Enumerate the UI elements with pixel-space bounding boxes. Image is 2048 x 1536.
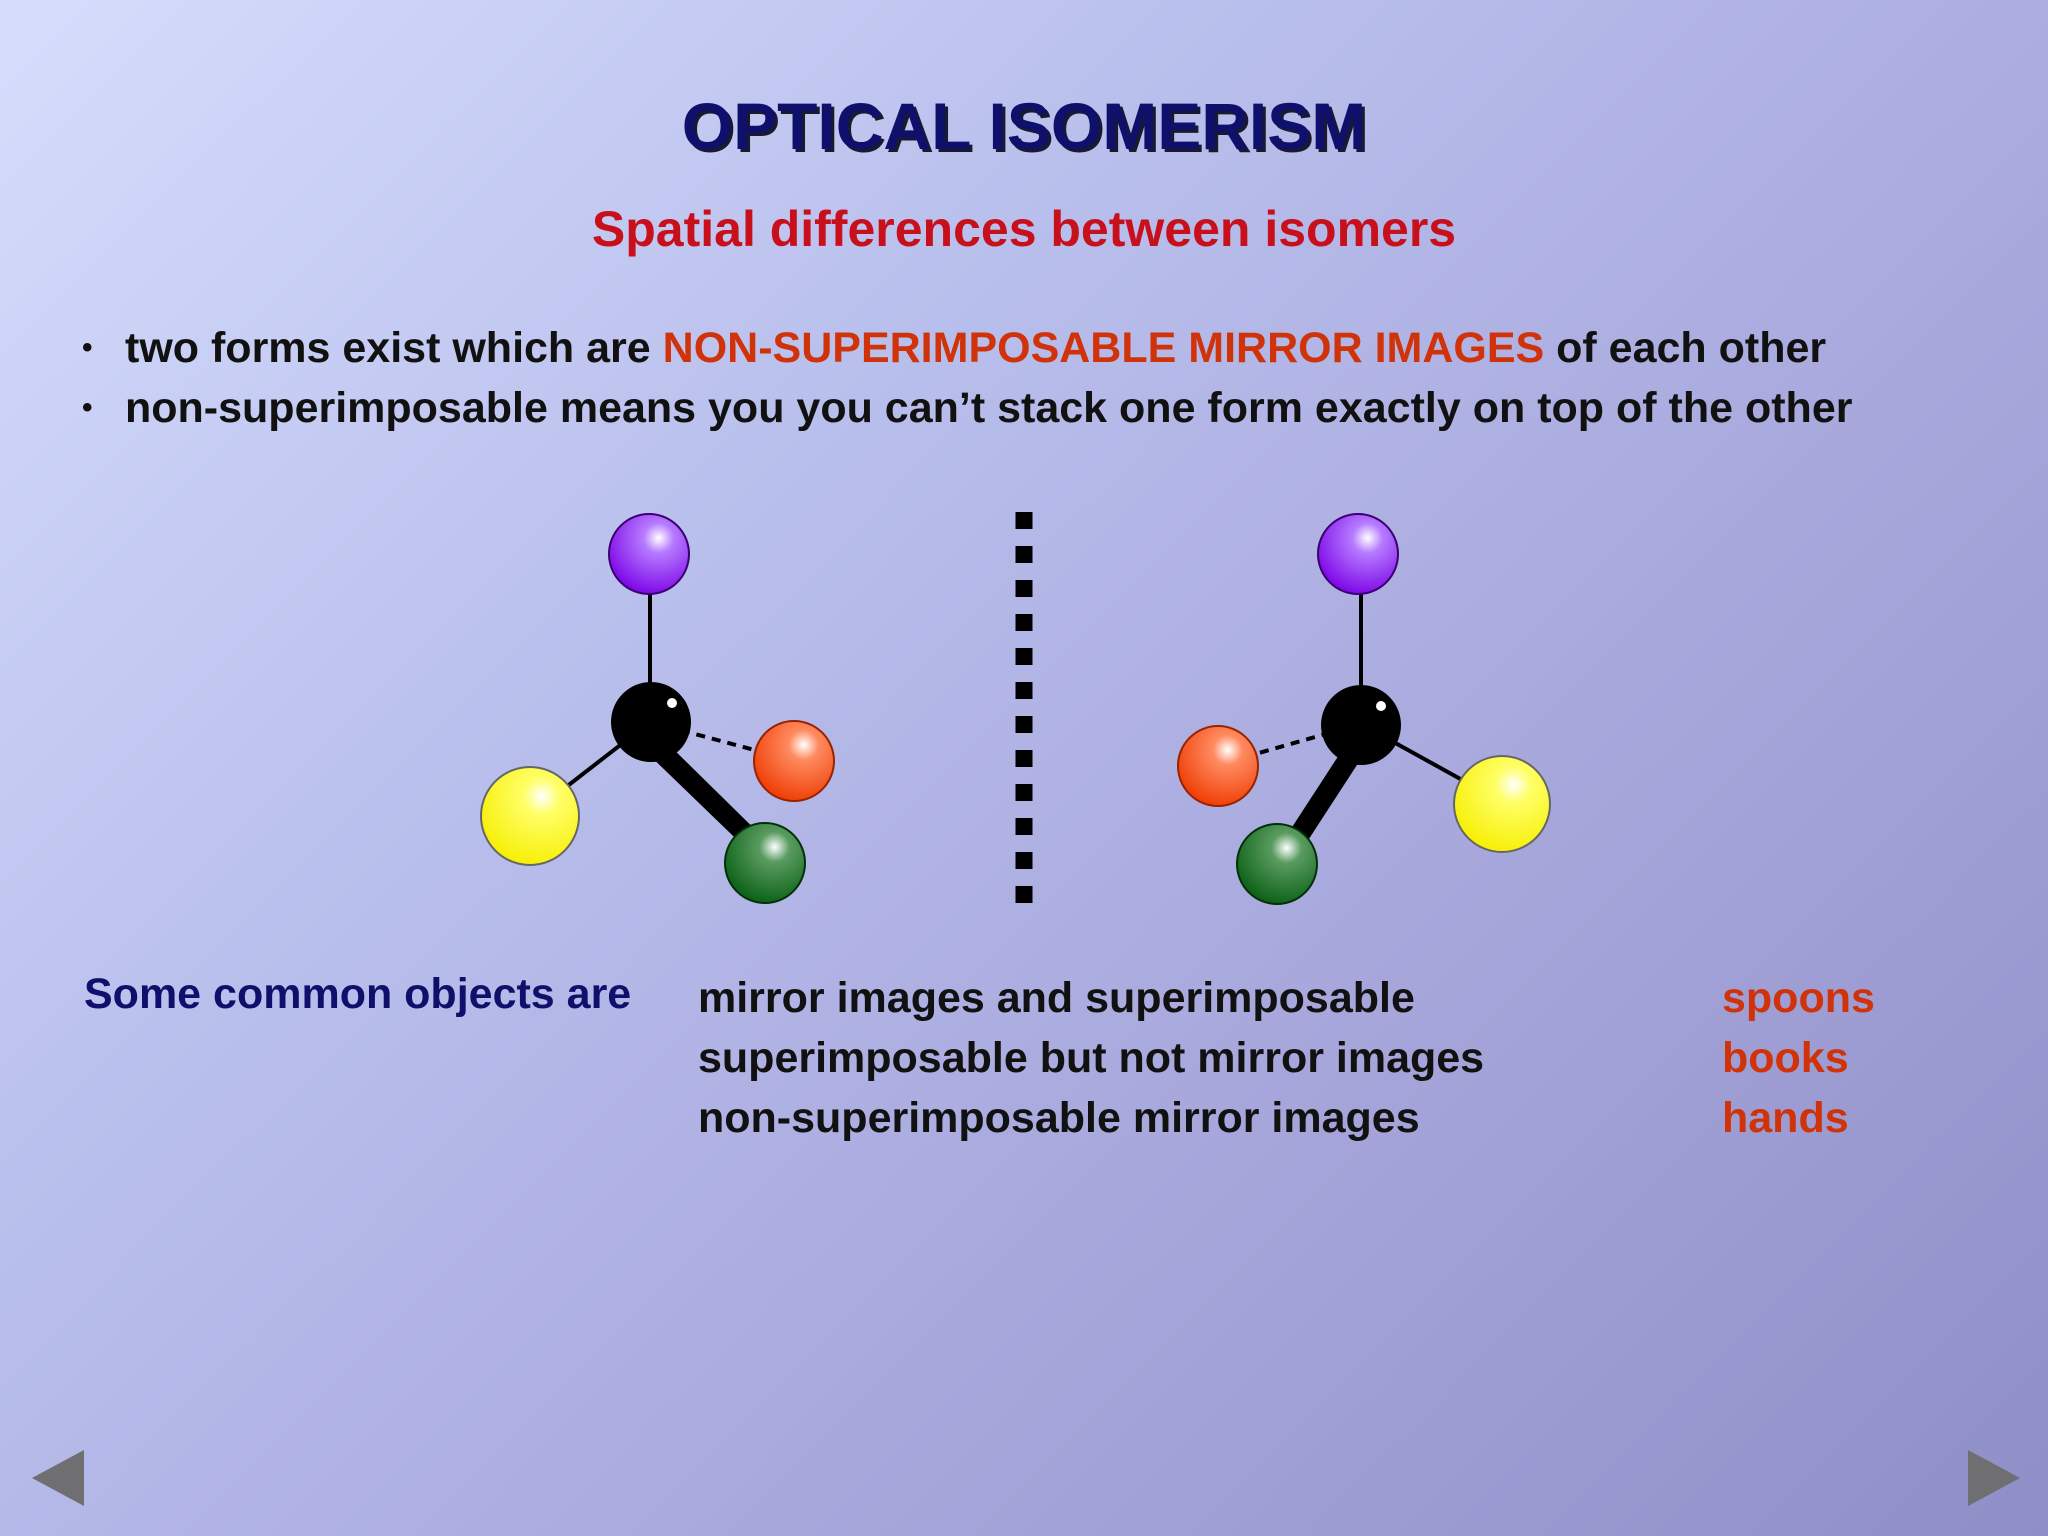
slide-subtitle: Spatial differences between isomers (591, 201, 1457, 257)
slide-title: OPTICAL ISOMERISM (681, 89, 1367, 163)
atom-left-black-highlight (667, 698, 677, 708)
object-example: books (1722, 1034, 1849, 1082)
objects-label: Some common objects are (84, 970, 632, 1018)
left-molecule (480, 513, 835, 904)
bullet-1-prefix: two forms exist which are (125, 324, 663, 372)
atom-right-black-highlight (1376, 701, 1386, 711)
atom-left-purple (608, 513, 690, 595)
object-example: spoons (1722, 974, 1875, 1022)
right-molecule (1177, 513, 1551, 905)
object-description: non-superimposable mirror images (698, 1094, 1420, 1142)
bullet-marker: • (82, 331, 93, 364)
atom-left-green (724, 822, 806, 904)
atom-left-yellow (480, 766, 580, 866)
atom-left-red (753, 720, 835, 802)
bullet-1-highlight: NON-SUPERIMPOSABLE MIRROR IMAGES (662, 324, 1545, 372)
bullet-1-suffix: of each other (1544, 324, 1827, 372)
atom-right-yellow (1453, 755, 1551, 853)
bullet-item-1: • two forms exist which are NON-SUPERIMP… (82, 318, 1852, 378)
bullet-list: • two forms exist which are NON-SUPERIMP… (82, 318, 1852, 438)
previous-slide-button[interactable] (32, 1450, 84, 1506)
atom-left-black (611, 682, 691, 762)
object-example: hands (1722, 1094, 1849, 1142)
atom-right-black (1321, 685, 1401, 765)
atom-right-red (1177, 725, 1259, 807)
atom-right-purple (1317, 513, 1399, 595)
bullet-marker: • (82, 391, 93, 424)
next-slide-button[interactable] (1968, 1450, 2020, 1506)
atom-right-green (1236, 823, 1318, 905)
object-description: superimposable but not mirror images (698, 1034, 1485, 1082)
object-description: mirror images and superimposable (698, 974, 1415, 1022)
bullet-item-2: • non-superimposable means you you can’t… (82, 378, 1852, 438)
bullet-2-text: non-superimposable means you you can’t s… (125, 384, 1853, 432)
